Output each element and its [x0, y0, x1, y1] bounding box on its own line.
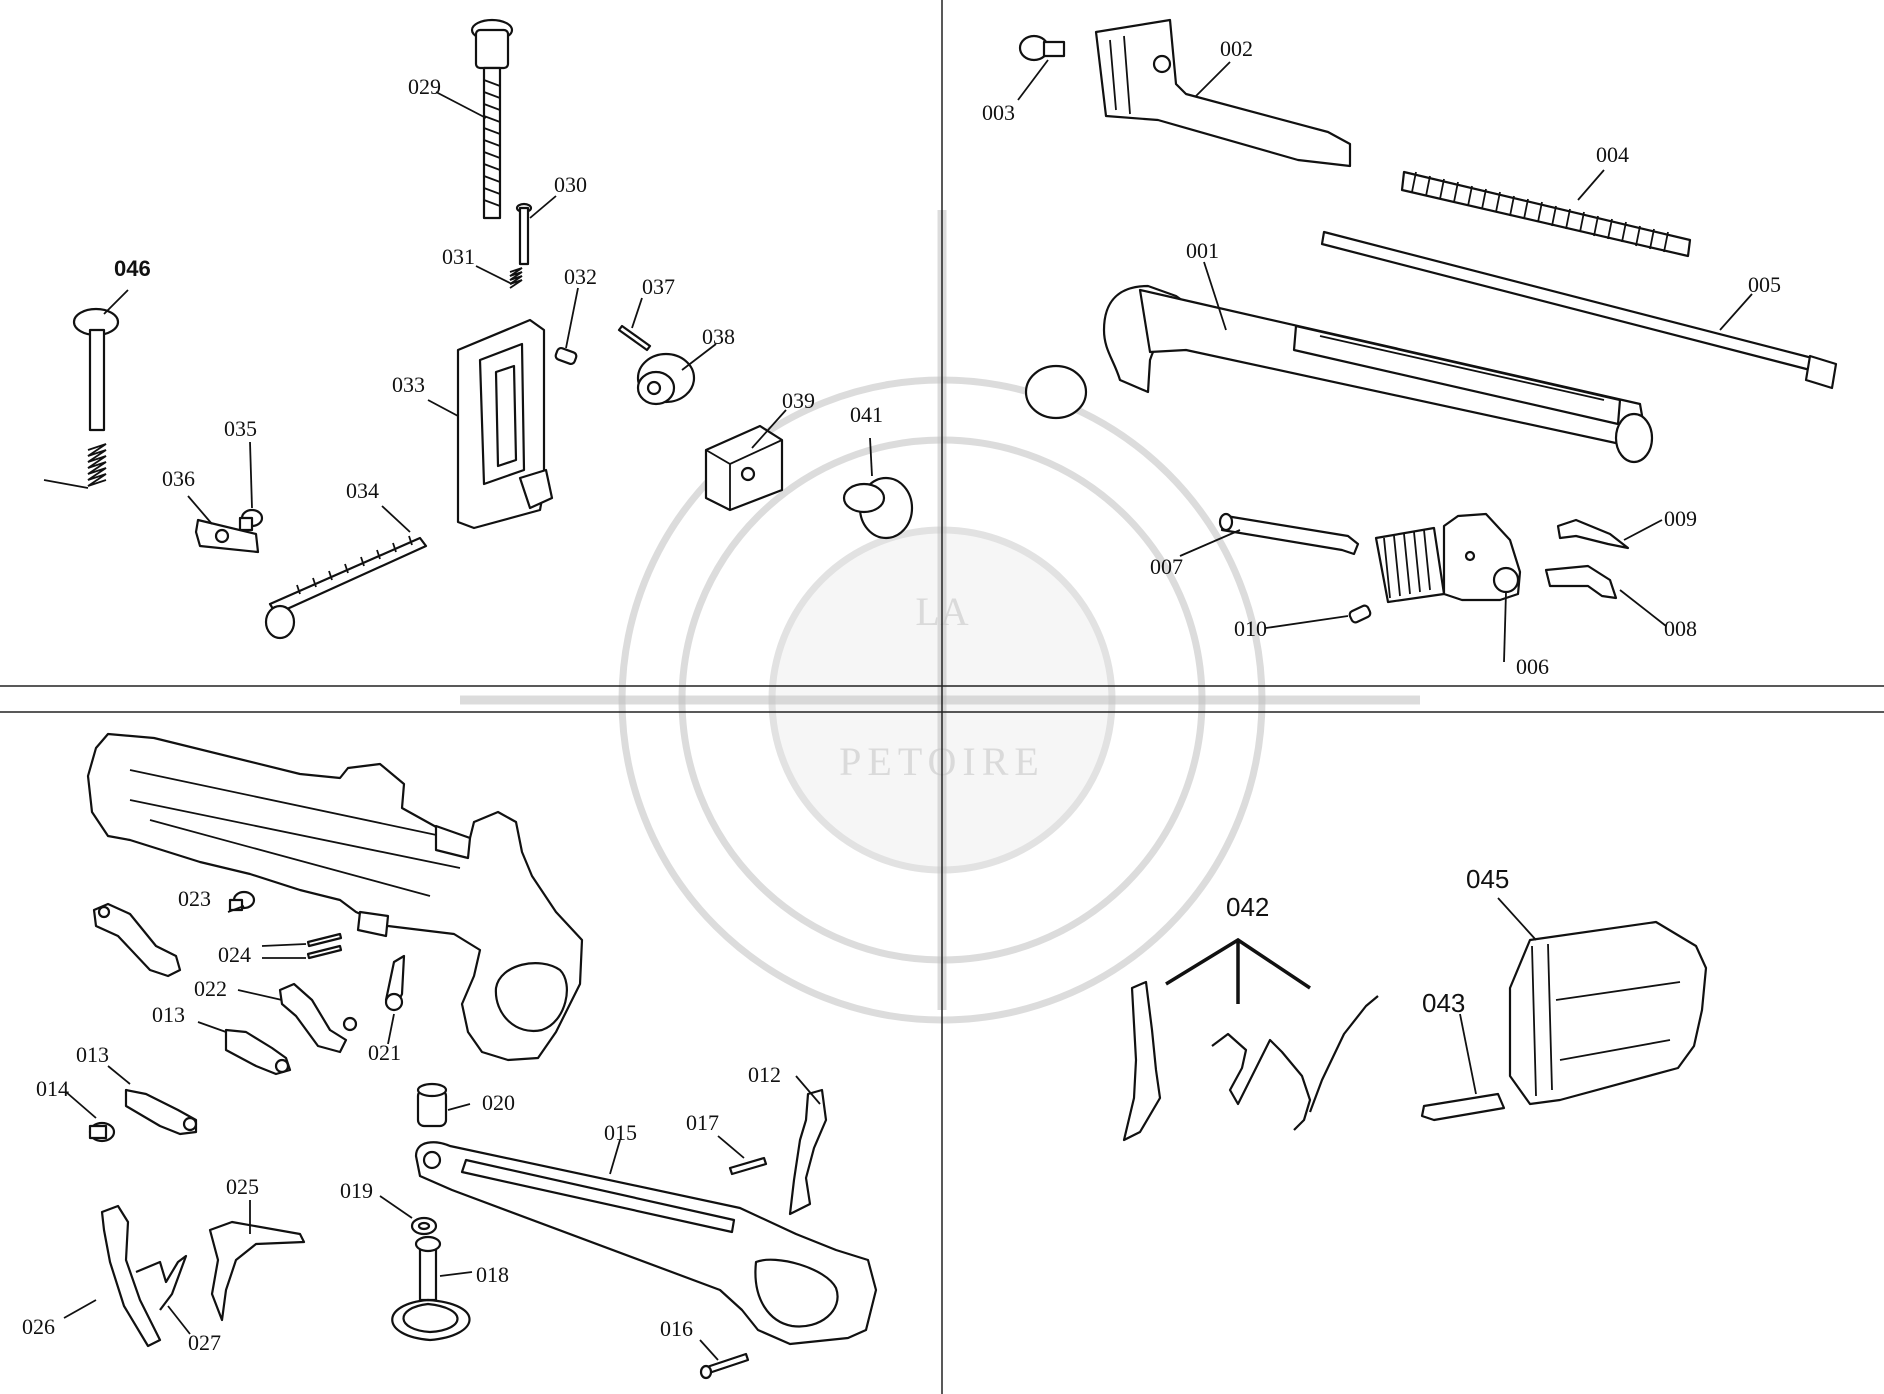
label-019: 019: [340, 1178, 373, 1203]
label-029: 030: [554, 172, 587, 197]
magazine-group: [1122, 920, 1708, 1142]
receiver: [86, 732, 584, 1062]
label-014: 014: [36, 1076, 69, 1101]
label-033: 034: [346, 478, 379, 503]
label-004: 004: [1596, 142, 1629, 167]
part-024-pins: [306, 932, 343, 960]
label-035: 036: [162, 466, 195, 491]
part-034-screw: [238, 508, 264, 532]
label-024: 024: [218, 942, 251, 967]
part-030-spring: [509, 267, 523, 289]
label-030: 031: [442, 244, 475, 269]
part-008-extractor: [1544, 564, 1618, 600]
part-013b-lever: [124, 1088, 198, 1136]
label-020: 020: [482, 1090, 515, 1115]
part-002-bolt-guide: [1094, 18, 1352, 168]
part-029-pin: [515, 202, 533, 266]
part-005-guide-rod: [1320, 230, 1838, 390]
label-008: 008: [1664, 616, 1697, 641]
label-009: 009: [1664, 506, 1697, 531]
label-037: 038: [702, 324, 735, 349]
part-017-pin: [728, 1156, 768, 1176]
label-043: 045: [1466, 864, 1509, 894]
label-042: 043: [1422, 988, 1465, 1018]
part-021-part: [384, 954, 406, 1012]
bolt-group: [1018, 18, 1838, 624]
label-013b: 013: [76, 1042, 109, 1067]
label-023: 023: [178, 886, 211, 911]
part-031-pin: [554, 346, 578, 366]
part-009-spring-clip: [1556, 518, 1630, 550]
part-016-pin: [699, 1352, 750, 1380]
label-032: 033: [392, 372, 425, 397]
part-042-follower: [1420, 1092, 1506, 1122]
label-045: 046: [114, 256, 151, 281]
label-027: 027: [188, 1330, 221, 1355]
part-045-screw: [72, 307, 120, 432]
label-013a: 013: [152, 1002, 185, 1027]
part-010-pin: [1348, 604, 1372, 624]
part-003-screw: [1018, 34, 1066, 62]
part-001-bolt-body: [1024, 284, 1654, 464]
label-017: 017: [686, 1110, 719, 1135]
part-labels: 029 030 031 032 033 034 035 036 037 038 …: [22, 36, 1781, 1355]
label-006: 006: [1516, 654, 1549, 679]
label-012: 012: [748, 1062, 781, 1087]
label-002: 002: [1220, 36, 1253, 61]
label-001: 001: [1186, 238, 1219, 263]
rear-sight-group: [72, 18, 914, 640]
part-041-springs: [1122, 937, 1379, 1142]
part-023-screw: [228, 890, 256, 912]
watermark-line2: PETOIRE: [839, 739, 1045, 784]
label-003: 003: [982, 100, 1015, 125]
label-005: 005: [1748, 272, 1781, 297]
leader-lines: [43, 59, 1753, 1361]
label-036: 037: [642, 274, 675, 299]
label-041: 042: [1226, 892, 1269, 922]
part-035-clip: [194, 518, 260, 554]
receiver-trigger-group: [86, 732, 878, 1380]
part-006-bolt-head: [1374, 512, 1522, 604]
part-026-magazine-catch: [100, 1204, 162, 1348]
label-021: 021: [368, 1040, 401, 1065]
part-004-mainspring: [1400, 170, 1692, 258]
part-007-firing-pin: [1218, 512, 1360, 556]
part-039-knob: [842, 476, 914, 540]
part-022-hammer: [92, 902, 182, 978]
part-014-screw: [88, 1121, 116, 1143]
part-012-trigger: [788, 1088, 828, 1216]
label-015: 015: [604, 1120, 637, 1145]
label-016: 016: [660, 1316, 693, 1341]
part-046-spring: [87, 443, 107, 487]
part-013a-lever: [224, 1028, 292, 1076]
part-028-elevation-screw: [470, 18, 514, 220]
label-025: 025: [226, 1174, 259, 1199]
part-025-spring: [208, 1220, 306, 1322]
part-037-knob: [636, 352, 696, 406]
part-020-bushing: [416, 1082, 448, 1128]
part-015-trigger-guard: [414, 1141, 878, 1346]
part-032-sight-body: [456, 318, 554, 530]
label-026: 026: [22, 1314, 55, 1339]
label-039: 041: [850, 402, 883, 427]
label-007: 007: [1150, 554, 1183, 579]
label-034: 035: [224, 416, 257, 441]
part-043-magazine-body: [1508, 920, 1708, 1106]
label-031: 032: [564, 264, 597, 289]
part-019-washer: [410, 1216, 438, 1236]
part-038-slide-block: [704, 424, 784, 512]
label-028: 029: [408, 74, 441, 99]
part-018-sling-swivel: [391, 1235, 471, 1342]
part-036-pin: [617, 324, 652, 352]
label-038: 039: [782, 388, 815, 413]
part-033-windage-screw: [264, 535, 428, 640]
label-010: 010: [1234, 616, 1267, 641]
part-022b-sear: [278, 982, 358, 1054]
part-027-spring: [135, 1254, 188, 1311]
label-022: 022: [194, 976, 227, 1001]
label-018: 018: [476, 1262, 509, 1287]
